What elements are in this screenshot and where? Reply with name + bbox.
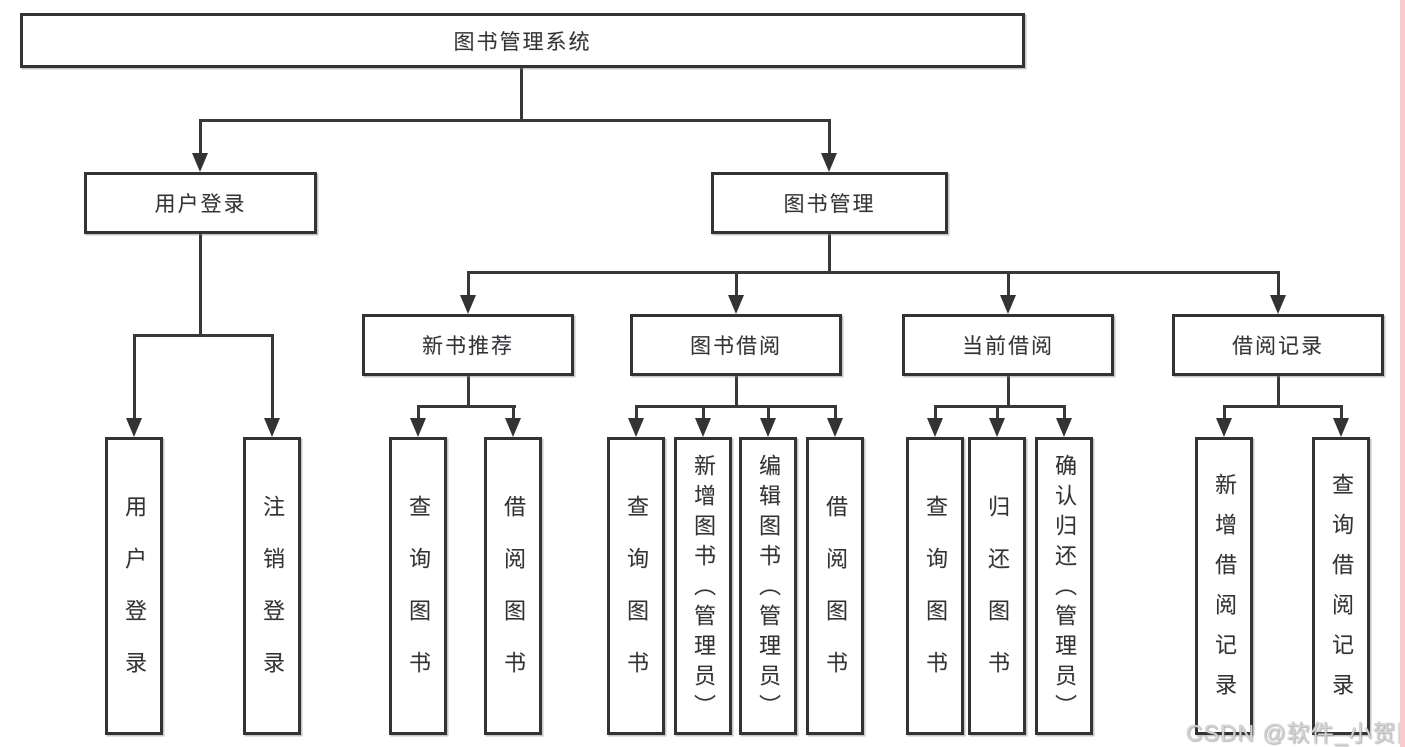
connector-root-split <box>199 119 831 122</box>
node-label: 查询图书 <box>406 495 431 703</box>
connector-records-split <box>1223 405 1343 408</box>
arrowhead-icon <box>989 418 1005 437</box>
node-label: 当前借阅 <box>962 335 1054 358</box>
connector-stem <box>271 334 274 426</box>
connector-borrow-split <box>635 405 837 408</box>
arrowhead-icon <box>460 295 476 314</box>
connector-stem <box>767 405 770 426</box>
connector-stem <box>1063 405 1066 426</box>
connector-stem <box>834 405 837 426</box>
connector-stem <box>199 119 202 161</box>
node-label: 图书借阅 <box>690 335 782 358</box>
leaf-newbook-query-books: 查询图书 <box>389 437 447 735</box>
connector-stem <box>702 405 705 426</box>
node-label: 新书推荐 <box>422 335 514 358</box>
csdn-watermark: CSDN @软件_小贺同学 <box>1186 720 1405 746</box>
connector-stem <box>828 119 831 161</box>
connector-userlogin-split <box>133 334 274 337</box>
connector-current-drop <box>1007 376 1010 407</box>
arrowhead-icon <box>1000 295 1016 314</box>
connector-borrow-drop <box>735 376 738 407</box>
connector-stem <box>1007 271 1010 303</box>
node-label: 新增借阅记录 <box>1212 473 1237 713</box>
leaf-records-query-borrow-record: 查询借阅记录 <box>1312 437 1370 735</box>
node-label: 注销登录 <box>260 495 285 703</box>
node-label: 用户登录 <box>122 495 147 703</box>
connector-userlogin-drop <box>199 234 202 336</box>
connector-stem <box>934 405 937 426</box>
connector-bookmgmt-split <box>467 271 1279 274</box>
arrowhead-icon <box>1333 418 1349 437</box>
connector-stem <box>735 271 738 303</box>
node-label: 查询图书 <box>624 495 649 703</box>
right-edge-pink-strip <box>1400 0 1405 747</box>
node-book-borrowing: 图书借阅 <box>630 314 842 376</box>
arrowhead-icon <box>927 418 943 437</box>
connector-current-split <box>934 405 1066 408</box>
leaf-borrowing-borrow-books: 借阅图书 <box>806 437 864 735</box>
leaf-records-add-borrow-record: 新增借阅记录 <box>1195 437 1253 735</box>
connector-newbook-drop <box>467 376 470 407</box>
leaf-current-query-books: 查询图书 <box>906 437 964 735</box>
connector-records-drop <box>1277 376 1280 407</box>
leaf-current-confirm-return-admin: 确认归还（管理员） <box>1035 437 1093 735</box>
arrowhead-icon <box>1270 295 1286 314</box>
arrowhead-icon <box>1216 418 1232 437</box>
node-label: 确认归还（管理员） <box>1052 454 1077 724</box>
arrowhead-icon <box>827 418 843 437</box>
connector-stem <box>512 405 515 426</box>
node-label: 归还图书 <box>985 495 1010 703</box>
arrowhead-icon <box>628 418 644 437</box>
leaf-borrowing-query-books: 查询图书 <box>607 437 665 735</box>
node-root-library-management-system: 图书管理系统 <box>20 13 1025 68</box>
connector-bookmgmt-drop <box>828 234 831 273</box>
node-label: 借阅记录 <box>1232 335 1324 358</box>
leaf-user-login: 用户登录 <box>105 437 163 735</box>
arrowhead-icon <box>1056 418 1072 437</box>
arrowhead-icon <box>192 153 208 172</box>
node-label: 借阅图书 <box>501 495 526 703</box>
node-label: 用户登录 <box>154 193 247 216</box>
node-label: 图书管理系统 <box>453 30 592 54</box>
connector-stem <box>635 405 638 426</box>
node-borrowing-records: 借阅记录 <box>1172 314 1384 376</box>
arrowhead-icon <box>821 153 837 172</box>
arrowhead-icon <box>728 295 744 314</box>
leaf-borrowing-edit-books-admin: 编辑图书（管理员） <box>739 437 797 735</box>
node-current-borrowing: 当前借阅 <box>902 314 1114 376</box>
connector-stem <box>996 405 999 426</box>
connector-stem <box>467 271 470 303</box>
node-label: 查询借阅记录 <box>1329 473 1354 713</box>
connector-newbook-split <box>417 405 516 408</box>
connector-stem <box>133 334 136 426</box>
connector-root-drop <box>520 68 523 121</box>
node-label: 新增图书（管理员） <box>691 454 716 724</box>
node-book-management: 图书管理 <box>711 172 948 234</box>
connector-stem <box>417 405 420 426</box>
leaf-logout: 注销登录 <box>243 437 301 735</box>
connector-stem <box>1340 405 1343 426</box>
arrowhead-icon <box>760 418 776 437</box>
node-label: 借阅图书 <box>823 495 848 703</box>
leaf-newbook-borrow-books: 借阅图书 <box>484 437 542 735</box>
arrowhead-icon <box>126 418 142 437</box>
connector-stem <box>1223 405 1226 426</box>
connector-stem <box>1277 271 1280 303</box>
node-label: 查询图书 <box>923 495 948 703</box>
node-user-login: 用户登录 <box>84 172 317 234</box>
node-label: 编辑图书（管理员） <box>756 454 781 724</box>
leaf-borrowing-add-books-admin: 新增图书（管理员） <box>674 437 732 735</box>
arrowhead-icon <box>505 418 521 437</box>
node-label: 图书管理 <box>783 193 876 216</box>
node-new-book-recommendation: 新书推荐 <box>362 314 574 376</box>
arrowhead-icon <box>695 418 711 437</box>
arrowhead-icon <box>264 418 280 437</box>
leaf-current-return-books: 归还图书 <box>968 437 1026 735</box>
arrowhead-icon <box>410 418 426 437</box>
